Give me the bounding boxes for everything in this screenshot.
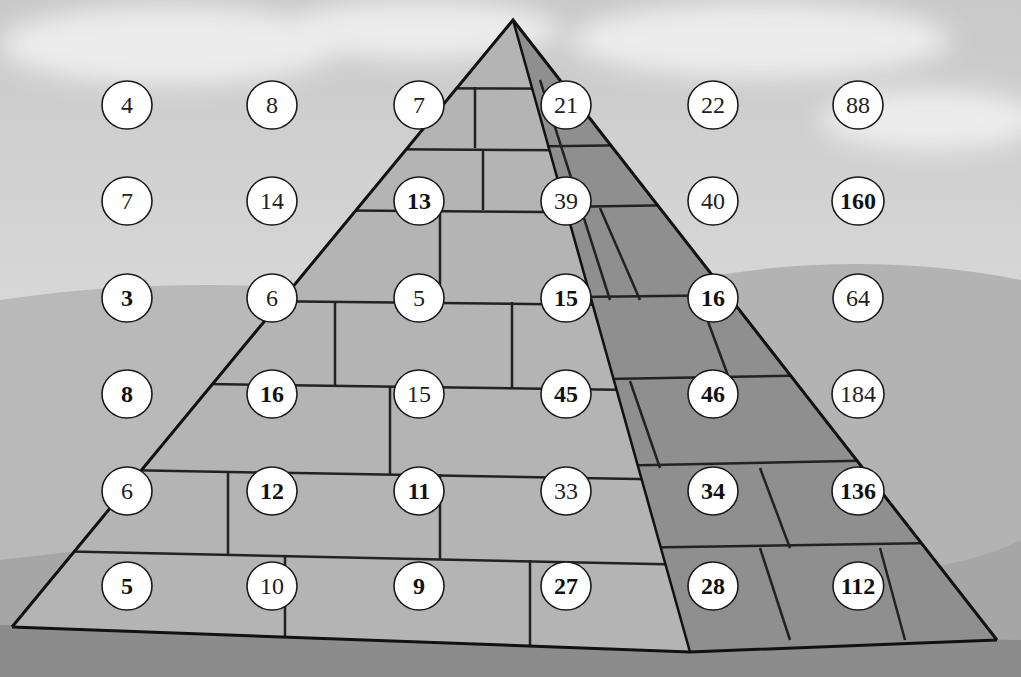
number-label: 11 (408, 478, 431, 504)
number-circle: 9 (393, 561, 445, 611)
number-circle: 5 (393, 273, 445, 323)
number-circle: 15 (393, 369, 445, 419)
number-label: 88 (846, 92, 870, 118)
number-circle: 88 (832, 80, 884, 130)
number-label: 10 (260, 573, 284, 599)
pyramid-face (513, 20, 997, 652)
number-circle: 15 (540, 273, 592, 323)
number-label: 33 (554, 478, 578, 504)
number-label: 40 (701, 188, 725, 214)
number-label: 15 (407, 381, 431, 407)
number-circle: 13 (393, 176, 445, 226)
number-label: 8 (121, 381, 133, 407)
number-circle: 3 (101, 273, 153, 323)
number-label: 27 (554, 573, 578, 599)
number-circle: 33 (540, 466, 592, 516)
number-label: 21 (554, 92, 578, 118)
number-label: 160 (840, 188, 876, 214)
number-label: 6 (121, 478, 133, 504)
number-label: 136 (840, 478, 876, 504)
number-circle: 11 (393, 466, 445, 516)
number-circle: 14 (246, 176, 298, 226)
number-label: 34 (701, 478, 725, 504)
number-label: 7 (413, 92, 425, 118)
number-circle: 16 (687, 273, 739, 323)
number-label: 5 (121, 573, 133, 599)
number-label: 22 (701, 92, 725, 118)
number-circle: 10 (246, 561, 298, 611)
pyramid-outline (12, 627, 997, 652)
number-label: 39 (554, 188, 578, 214)
number-circle: 22 (687, 80, 739, 130)
number-circle: 184 (831, 369, 885, 419)
number-label: 8 (266, 92, 278, 118)
number-circle: 12 (246, 466, 298, 516)
number-label: 9 (413, 573, 425, 599)
number-circle: 7 (393, 80, 445, 130)
number-circle: 8 (246, 80, 298, 130)
number-circle: 28 (687, 561, 739, 611)
number-label: 112 (841, 573, 876, 599)
number-label: 184 (840, 381, 876, 407)
number-label: 13 (407, 188, 431, 214)
number-circle: 4 (101, 80, 153, 130)
number-circle: 136 (831, 466, 885, 516)
pyramid-outline (12, 20, 997, 640)
number-circle: 40 (687, 176, 739, 226)
number-circle: 6 (246, 273, 298, 323)
number-label: 4 (121, 92, 133, 118)
brick-lines (500, 80, 1000, 640)
pyramid-edge (513, 20, 690, 652)
number-circle: 5 (101, 561, 153, 611)
number-circle: 112 (832, 561, 885, 611)
number-label: 6 (266, 285, 278, 311)
number-circle: 160 (831, 176, 885, 226)
number-circle: 21 (540, 80, 592, 130)
number-circle: 45 (540, 369, 592, 419)
number-label: 28 (701, 573, 725, 599)
number-circle: 27 (540, 561, 592, 611)
number-label: 64 (846, 285, 870, 311)
number-circle: 8 (101, 369, 153, 419)
number-label: 46 (701, 381, 725, 407)
number-label: 16 (701, 285, 725, 311)
number-label: 45 (554, 381, 578, 407)
number-circle: 7 (101, 176, 153, 226)
number-circle: 6 (101, 466, 153, 516)
number-label: 7 (121, 188, 133, 214)
number-label: 15 (554, 285, 578, 311)
brick-lines (0, 87, 700, 645)
number-label: 16 (260, 381, 284, 407)
number-label: 14 (260, 188, 284, 214)
number-circle: 46 (687, 369, 739, 419)
number-circle: 16 (246, 369, 298, 419)
number-circle: 64 (832, 273, 884, 323)
number-circle: 39 (540, 176, 592, 226)
number-label: 3 (121, 285, 133, 311)
number-circle: 34 (687, 466, 739, 516)
number-label: 12 (260, 478, 284, 504)
number-label: 5 (413, 285, 425, 311)
